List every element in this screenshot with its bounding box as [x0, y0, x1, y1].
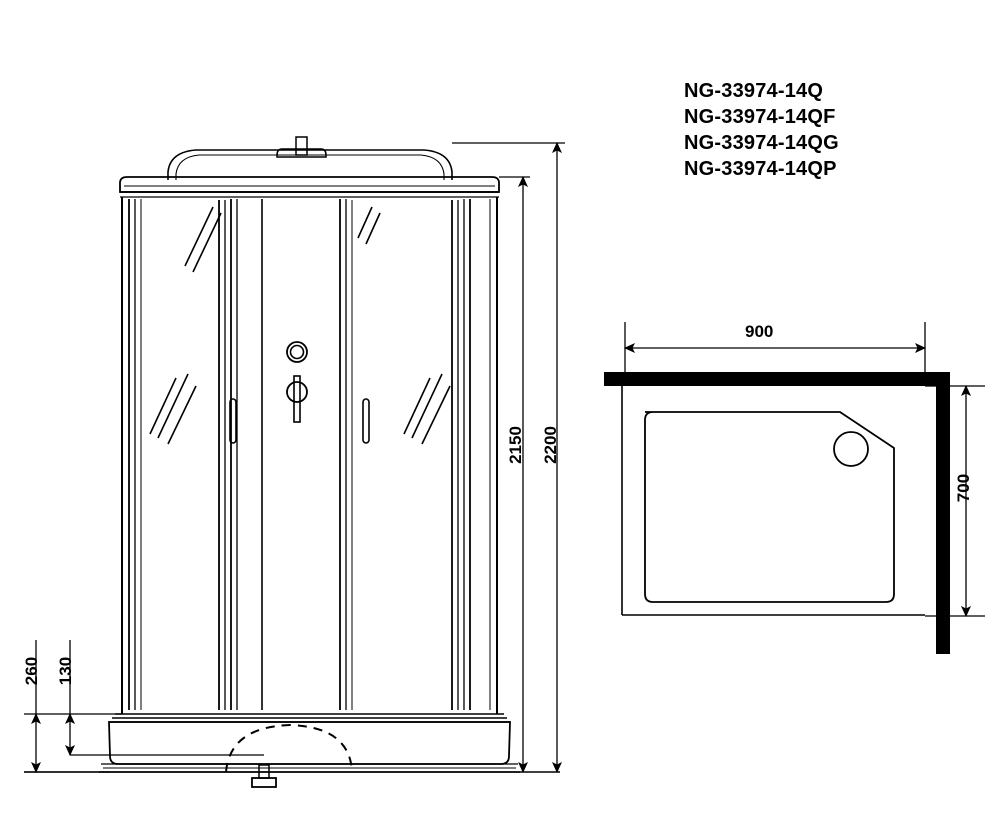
roof-dome — [167, 149, 453, 180]
base-tray — [99, 713, 520, 773]
model-number-list: NG-33974-14Q NG-33974-14QF NG-33974-14QG… — [684, 78, 839, 182]
dimension-label-700: 700 — [954, 473, 973, 503]
dimension-label-900: 900 — [745, 322, 774, 341]
plan-wall-side — [936, 372, 950, 654]
cabin-body-outline — [121, 197, 498, 714]
base-dimension-lines — [24, 640, 264, 773]
back-panel-center — [230, 199, 347, 710]
glass-panel-left-fixed — [128, 199, 142, 710]
diverter-knob-lower — [286, 375, 308, 423]
cabin-top-cornice — [119, 176, 500, 198]
control-panel-knobs — [286, 341, 308, 423]
glass-panel-left-door — [140, 200, 237, 710]
plan-enclosure-outline — [621, 378, 925, 616]
shower-tray-outline — [644, 411, 895, 603]
hidden-detail-arc — [225, 723, 353, 773]
plan-wall-back — [604, 372, 936, 386]
dimension-label-260: 260 — [22, 656, 41, 686]
elevation-dimension-lines — [452, 142, 565, 773]
dimension-label-2200: 2200 — [541, 426, 560, 464]
drain-hole — [833, 431, 869, 467]
plan-dimension-lines — [624, 322, 985, 617]
glass-panel-right-door — [351, 200, 459, 710]
glass-reflection-marks — [357, 206, 451, 445]
roof-vent-pipe — [276, 136, 327, 158]
model-number: NG-33974-14QG — [684, 132, 839, 154]
dimension-label-130: 130 — [56, 656, 75, 686]
model-number: NG-33974-14QP — [684, 158, 837, 180]
model-number: NG-33974-14Q — [684, 80, 824, 102]
glass-panel-right-fixed — [463, 199, 491, 710]
model-number: NG-33974-14QF — [684, 106, 836, 128]
glass-reflection-marks — [149, 206, 222, 445]
front-elevation-view — [24, 136, 565, 788]
door-handle-right — [362, 398, 370, 444]
dimension-label-2150: 2150 — [506, 426, 525, 464]
top-plan-view — [604, 322, 985, 654]
door-handle-left — [229, 398, 237, 444]
mixer-knob-upper — [286, 341, 308, 363]
